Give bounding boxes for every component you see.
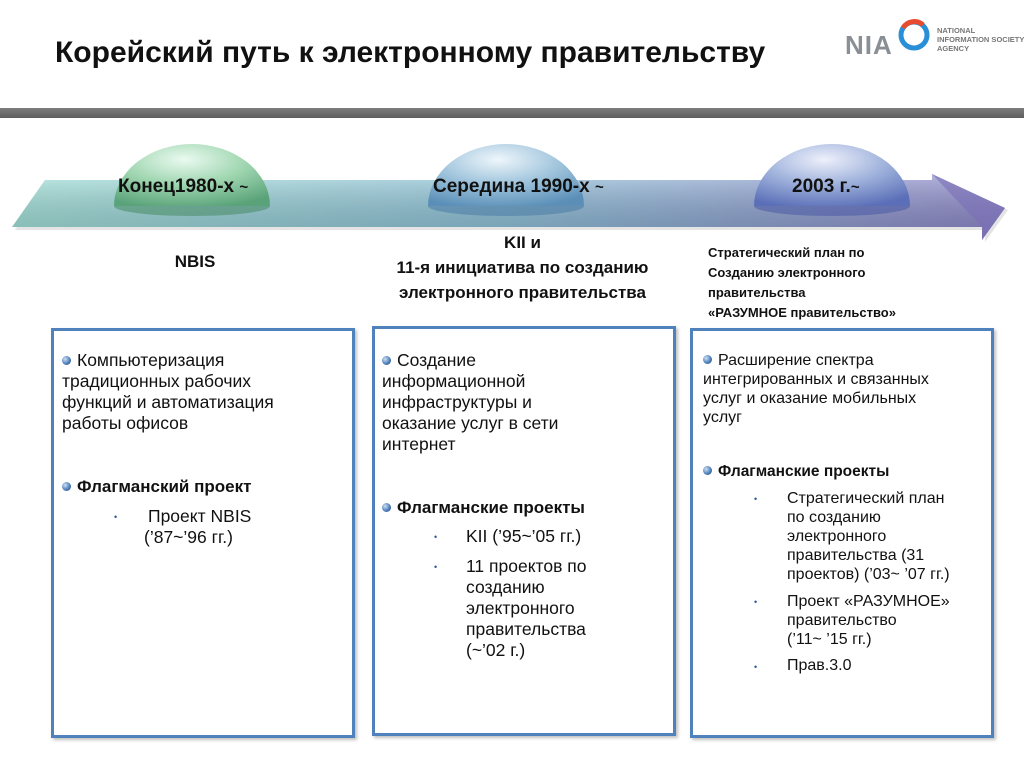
- logo-ring-icon: [898, 19, 930, 51]
- flagship-heading: Флагманские проекты: [718, 463, 890, 480]
- intro-line: интернет: [382, 434, 456, 454]
- sub-bullet-icon: •: [754, 662, 758, 672]
- era-tilde: ~: [594, 179, 604, 196]
- bullet-icon: [62, 482, 71, 491]
- column-box-3: [690, 328, 994, 738]
- sub-bullet-icon: •: [754, 597, 758, 607]
- bullet-icon: [382, 503, 391, 512]
- logo-line: AGENCY: [937, 44, 970, 53]
- column-1-project-1: Проект NBIS (’87~’96 гг.): [144, 506, 252, 548]
- era-subtitle-2: KII и 11-я инициатива по созданию электр…: [345, 230, 700, 305]
- intro-line: Расширение спектра: [718, 352, 874, 369]
- flagship-heading: Флагманский проект: [77, 477, 252, 496]
- column-box-2: [372, 326, 676, 736]
- project-line: электронного: [466, 598, 575, 618]
- era-label-text: Середина 1990-х: [433, 176, 590, 197]
- intro-line: оказание услуг в сети: [382, 413, 559, 433]
- intro-line: интегрированных и связанных: [703, 371, 929, 388]
- project-line: Проект NBIS: [148, 506, 252, 526]
- subtitle-line: электронного правительства: [399, 283, 646, 302]
- era-label-1: Конец1980-х ~: [118, 176, 248, 198]
- project-line: созданию: [466, 577, 545, 597]
- bullet-icon: [382, 356, 391, 365]
- column-box-1: [51, 328, 355, 738]
- project-line: по созданию: [787, 509, 881, 526]
- era-label-3: 2003 г.~: [792, 176, 860, 198]
- era-label-text: Конец1980-х: [118, 176, 235, 197]
- sub-bullet-icon: •: [114, 512, 118, 522]
- subtitle-line: 11-я инициатива по созданию: [396, 258, 649, 277]
- subtitle-line: Стратегический план по: [708, 245, 865, 260]
- bullet-icon: [62, 356, 71, 365]
- intro-line: инфраструктуры и: [382, 392, 532, 412]
- subtitle-line: KII и: [504, 233, 541, 252]
- intro-line: Компьютеризация: [77, 350, 225, 370]
- column-3-intro: Расширение спектра интегрированных и свя…: [703, 351, 993, 427]
- page-title: Корейский путь к электронному правительс…: [55, 36, 766, 69]
- project-line: проектов) (’03~ ’07 гг.): [787, 566, 950, 583]
- era-tilde: ~: [850, 179, 860, 196]
- column-2-project-1: KII (’95~’05 гг.): [466, 526, 581, 547]
- era-dome-1: [114, 144, 270, 216]
- subtitle-line: Созданию электронного: [708, 265, 866, 280]
- flagship-heading: Флагманские проекты: [397, 498, 585, 517]
- project-line: электронного: [787, 528, 887, 545]
- era-label-2: Середина 1990-х ~: [433, 176, 604, 198]
- column-2-intro: Создание информационной инфраструктуры и…: [382, 350, 667, 455]
- project-line: 11 проектов по: [466, 556, 587, 576]
- era-dome-2: [428, 144, 584, 216]
- intro-line: услуг и оказание мобильных: [703, 390, 917, 407]
- era-dome-3: [754, 144, 910, 216]
- column-1-intro: Компьютеризация традиционных рабочих фун…: [62, 350, 347, 434]
- logo-mark: NIA: [845, 30, 893, 60]
- logo-line: INFORMATION SOCIETY: [937, 35, 1024, 44]
- era-subtitle-1: NBIS: [150, 252, 240, 272]
- subtitle-line: NBIS: [174, 252, 216, 271]
- bullet-icon: [703, 466, 712, 475]
- header-divider: [0, 108, 1024, 118]
- subtitle-line: правительства: [708, 285, 806, 300]
- intro-line: услуг: [703, 409, 742, 426]
- project-line: Прав.3.0: [787, 657, 852, 674]
- column-3-project-3: Прав.3.0: [787, 656, 851, 675]
- nia-logo: NIA NATIONAL INFORMATION SOCIETY AGENCY: [845, 8, 1024, 68]
- logo-line: NATIONAL: [937, 26, 976, 35]
- project-line: KII (’95~’05 гг.): [466, 526, 582, 546]
- column-2-flagship: Флагманские проекты: [382, 497, 585, 518]
- project-line: правительства: [466, 619, 586, 639]
- project-line: (’87~’96 гг.): [144, 527, 233, 547]
- era-tilde: ~: [239, 179, 249, 196]
- intro-line: работы офисов: [62, 413, 189, 433]
- column-3-project-2: Проект «РАЗУМНОЕ» правительство (’11~ ’1…: [787, 592, 950, 649]
- project-line: правительство: [787, 612, 897, 629]
- column-3-project-1: Стратегический план по созданию электрон…: [787, 489, 950, 584]
- project-line: Стратегический план: [787, 490, 945, 507]
- logo-text: NATIONAL INFORMATION SOCIETY AGENCY: [937, 26, 1024, 53]
- project-line: (~’02 г.): [466, 640, 526, 660]
- project-line: правительства (31: [787, 547, 925, 564]
- column-3-flagship: Флагманские проекты: [703, 462, 889, 481]
- project-line: (’11~ ’15 гг.): [787, 631, 872, 648]
- column-2-project-2: 11 проектов по созданию электронного пра…: [466, 556, 586, 661]
- intro-line: традиционных рабочих: [62, 371, 251, 391]
- bullet-icon: [703, 355, 712, 364]
- sub-bullet-icon: •: [434, 562, 438, 572]
- intro-line: функций и автоматизация: [62, 392, 274, 412]
- intro-line: информационной: [382, 371, 526, 391]
- sub-bullet-icon: •: [434, 532, 438, 542]
- era-label-text: 2003 г.: [792, 176, 851, 197]
- column-1-flagship: Флагманский проект: [62, 476, 251, 497]
- intro-line: Создание: [397, 350, 476, 370]
- era-subtitle-3: Стратегический план по Созданию электрон…: [708, 243, 1008, 323]
- sub-bullet-icon: •: [754, 494, 758, 504]
- subtitle-line: «РАЗУМНОЕ правительство»: [708, 305, 896, 320]
- project-line: Проект «РАЗУМНОЕ»: [787, 593, 950, 610]
